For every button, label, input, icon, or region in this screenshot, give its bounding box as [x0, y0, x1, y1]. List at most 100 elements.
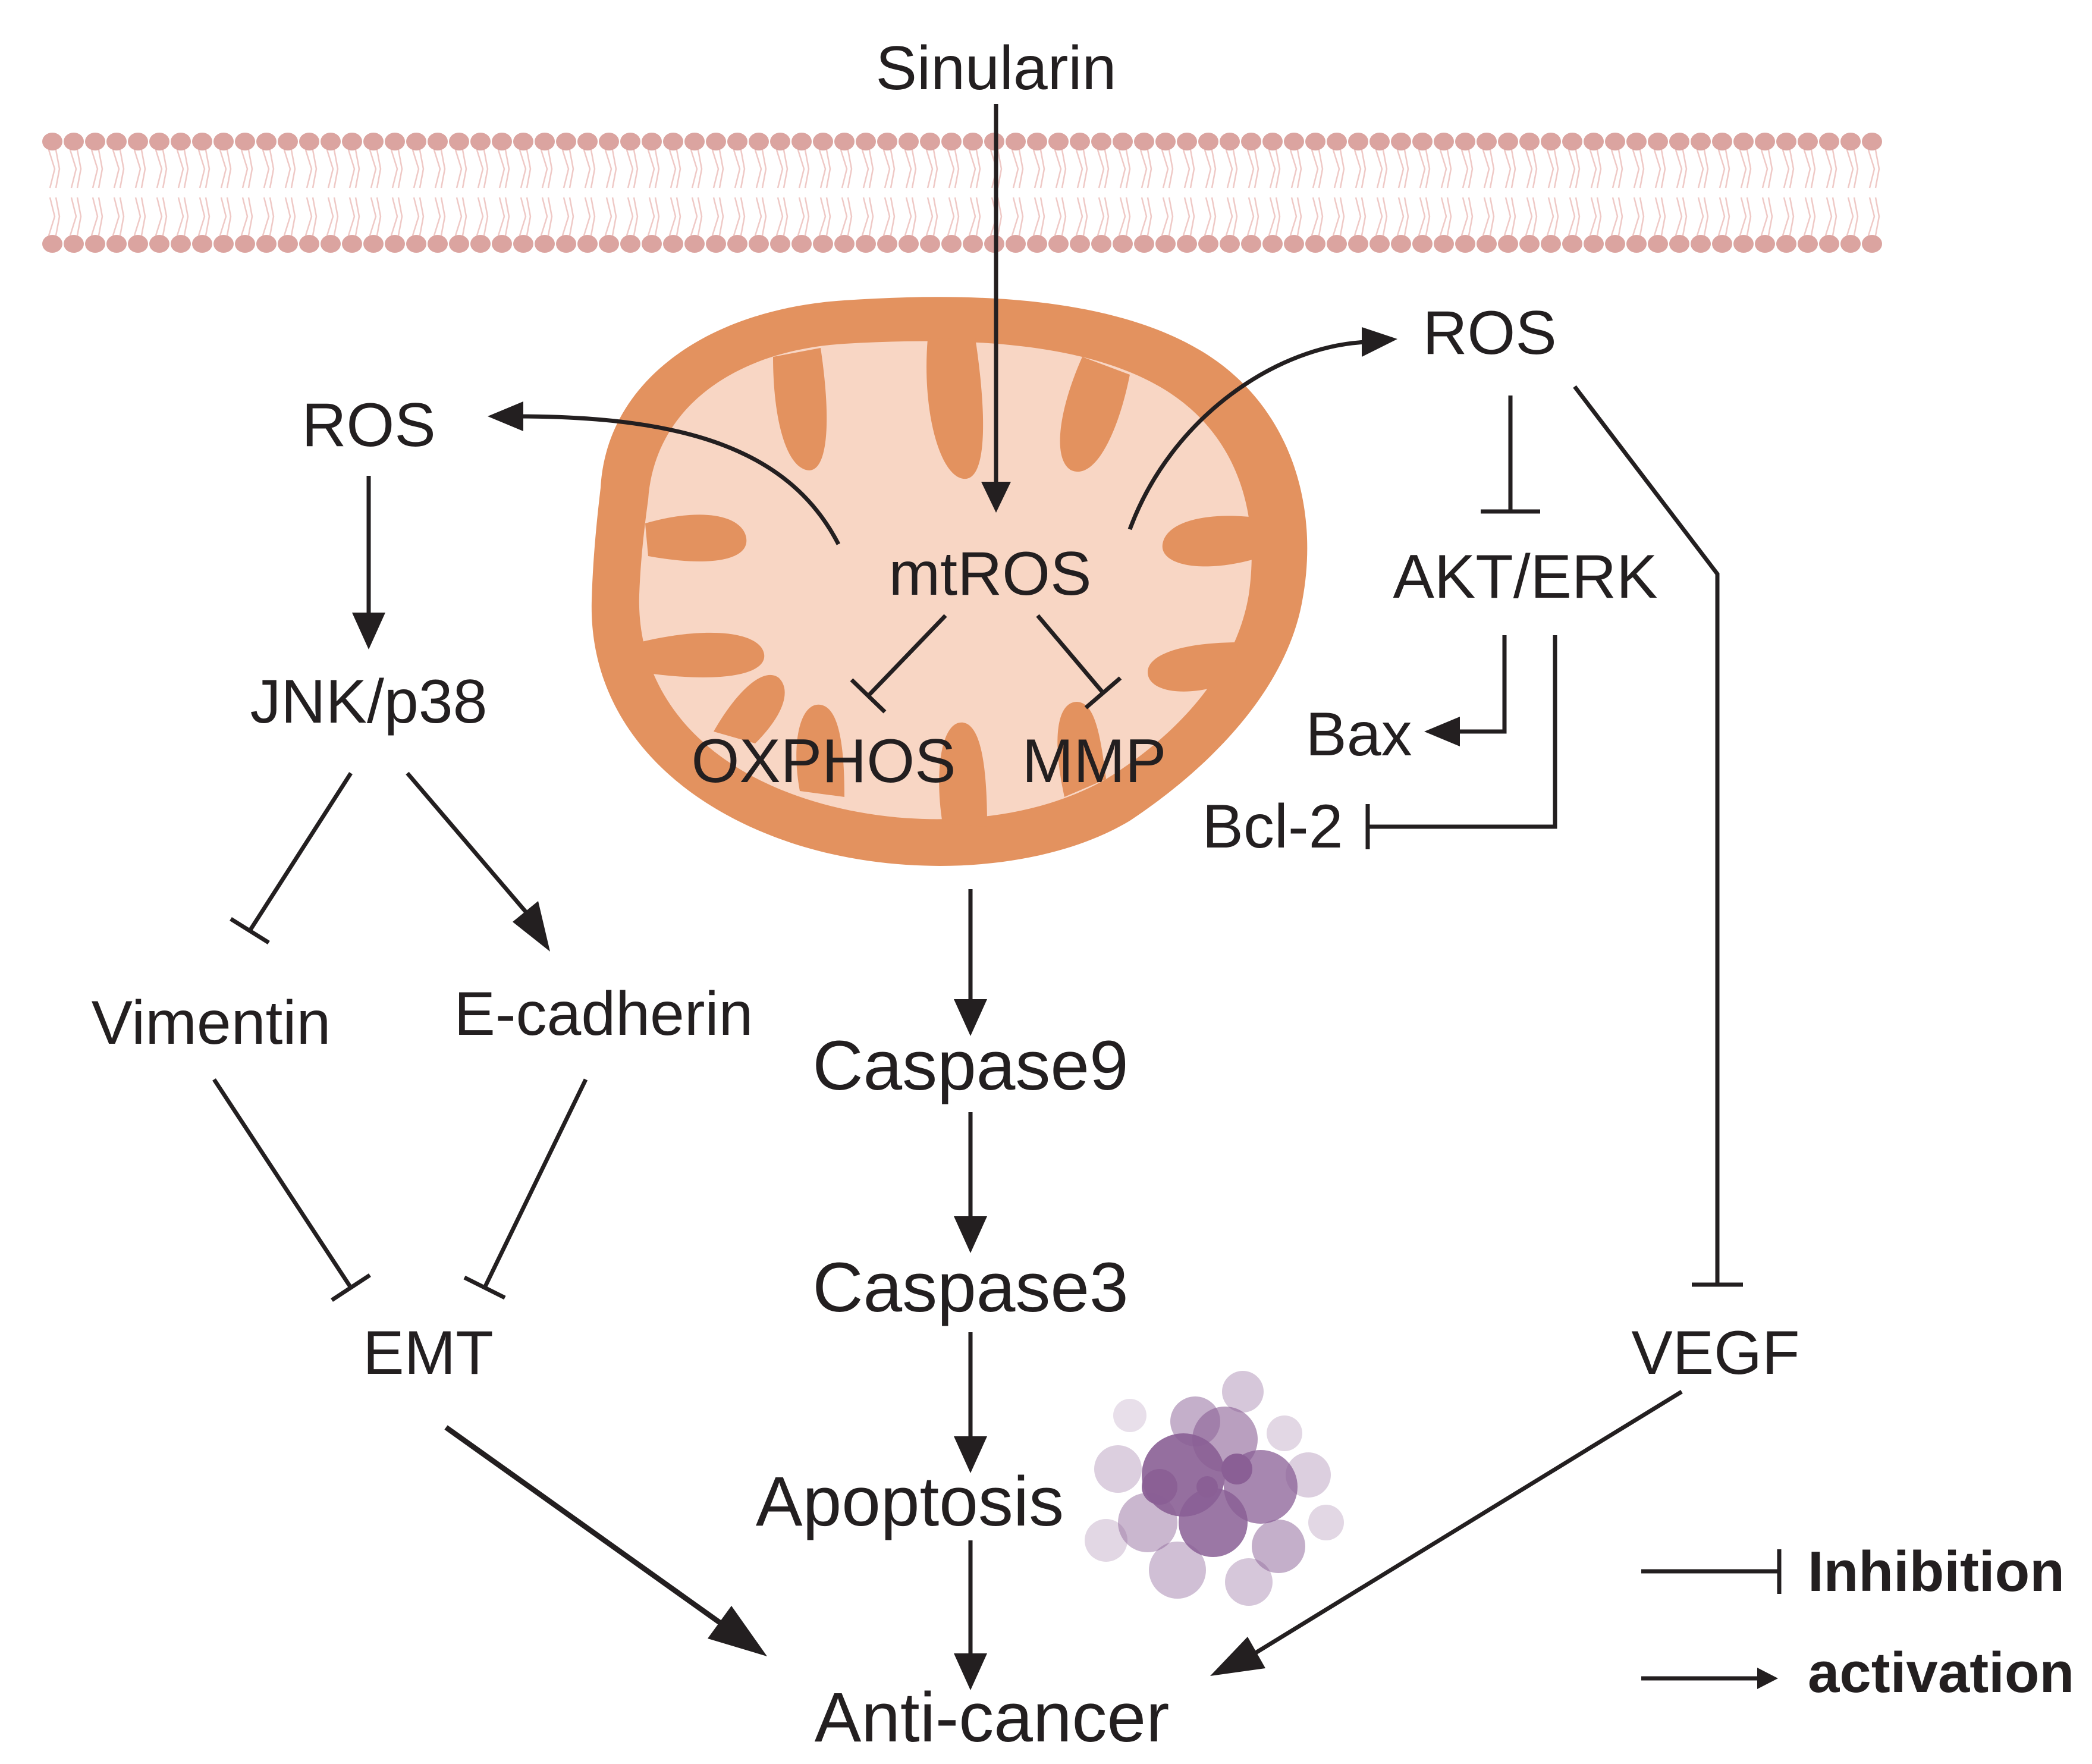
cell-membrane — [42, 133, 1882, 253]
edge-akterk-bcl2 — [1365, 635, 1557, 849]
node-bax: Bax — [1305, 700, 1412, 769]
lipid-head — [535, 235, 555, 253]
lipid-head — [1348, 133, 1368, 150]
lipid-tail — [861, 149, 874, 189]
lipid-head — [706, 133, 726, 150]
lipid-head — [1305, 235, 1325, 253]
node-ros-right: ROS — [1422, 299, 1556, 368]
node-labels: Sinularin mtROS ROS ROS JNK/p38 AKT/ERK … — [92, 34, 1800, 1757]
lipid-head — [1177, 133, 1197, 150]
lipid-head — [1198, 133, 1218, 150]
lipid-tail — [604, 149, 617, 189]
lipid-tail — [561, 197, 574, 236]
edge-mtros-mmp — [1036, 614, 1122, 710]
lipid-tail — [1824, 197, 1837, 236]
apoptotic-blob — [1308, 1505, 1344, 1540]
lipid-tail — [1525, 197, 1538, 236]
lipid-head — [1327, 235, 1347, 253]
lipid-head — [1648, 133, 1668, 150]
lipid-tail — [283, 149, 296, 189]
lipid-head — [663, 133, 683, 150]
lipid-head — [1840, 235, 1861, 253]
lipid-tail — [775, 149, 789, 189]
apoptotic-blob — [1221, 1454, 1252, 1484]
lipid-tail — [48, 149, 61, 189]
lipid-tail — [1782, 149, 1795, 189]
lipid-head — [1177, 235, 1197, 253]
lipid-tail — [626, 197, 639, 236]
lipid-tail — [433, 197, 446, 236]
lipid-tail — [690, 149, 703, 189]
lipid-head — [642, 235, 662, 253]
lipid-head — [1113, 133, 1133, 150]
lipid-head — [1070, 235, 1090, 253]
legend-activation-symbol — [1641, 1668, 1778, 1689]
edge-mtros-ros-right — [1127, 327, 1397, 531]
lipid-head — [535, 133, 555, 150]
apoptotic-blob — [1149, 1542, 1206, 1599]
lipid-head — [1305, 133, 1325, 150]
node-vimentin: Vimentin — [92, 988, 331, 1057]
lipid-head — [749, 133, 769, 150]
node-emt: EMT — [363, 1319, 494, 1388]
lipid-head — [1605, 133, 1625, 150]
lipid-tail — [647, 149, 660, 189]
lipid-tail — [1846, 197, 1859, 236]
lipid-tail — [69, 197, 82, 236]
node-sinularin: Sinularin — [876, 34, 1117, 103]
lipid-tail — [925, 197, 938, 236]
lipid-tail — [1054, 149, 1067, 189]
lipid-head — [727, 133, 747, 150]
pathway-edges — [212, 104, 1743, 1690]
lipid-head — [899, 235, 919, 253]
lipid-tail — [369, 149, 382, 189]
lipid-head — [1626, 133, 1647, 150]
lipid-head — [620, 235, 640, 253]
lipid-head — [1198, 235, 1218, 253]
lipid-head — [321, 235, 341, 253]
lipid-tail — [1032, 149, 1045, 189]
lipid-tail — [1396, 149, 1409, 189]
lipid-tail — [583, 149, 596, 189]
lipid-head — [1369, 235, 1390, 253]
lipid-head — [1712, 133, 1732, 150]
lipid-head — [42, 235, 62, 253]
lipid-tail — [1482, 149, 1495, 189]
lipid-head — [171, 235, 191, 253]
lipid-head — [235, 235, 255, 253]
lipid-head — [920, 133, 940, 150]
lipid-tail — [1717, 149, 1730, 189]
lipid-head — [899, 133, 919, 150]
lipid-head — [64, 133, 84, 150]
lipid-tail — [1568, 197, 1581, 236]
lipid-tail — [1118, 149, 1131, 189]
lipid-tail — [1353, 149, 1367, 189]
lipid-tail — [476, 197, 489, 236]
lipid-tail — [1482, 197, 1495, 236]
lipid-tail — [1161, 197, 1174, 236]
edge-vimentin-emt — [212, 1078, 371, 1302]
lipid-tail — [90, 149, 103, 189]
lipid-head — [920, 235, 940, 253]
node-apoptosis: Apoptosis — [756, 1462, 1064, 1541]
node-ros-left: ROS — [301, 391, 435, 460]
lipid-tail — [733, 149, 746, 189]
lipid-head — [1498, 235, 1518, 253]
lipid-tail — [1653, 149, 1666, 189]
lipid-tail — [390, 149, 403, 189]
lipid-head — [85, 133, 105, 150]
lipid-head — [235, 133, 255, 150]
lipid-tail — [818, 197, 831, 236]
lipid-tail — [176, 197, 189, 236]
lipid-head — [428, 133, 448, 150]
lipid-head — [1584, 133, 1604, 150]
lipid-tail — [519, 149, 532, 189]
lipid-tail — [1311, 149, 1324, 189]
lipid-head — [556, 235, 576, 253]
lipid-head — [1434, 235, 1454, 253]
lipid-tail — [1075, 149, 1088, 189]
lipid-head — [663, 235, 683, 253]
lipid-head — [1541, 133, 1561, 150]
lipid-head — [1691, 235, 1711, 253]
